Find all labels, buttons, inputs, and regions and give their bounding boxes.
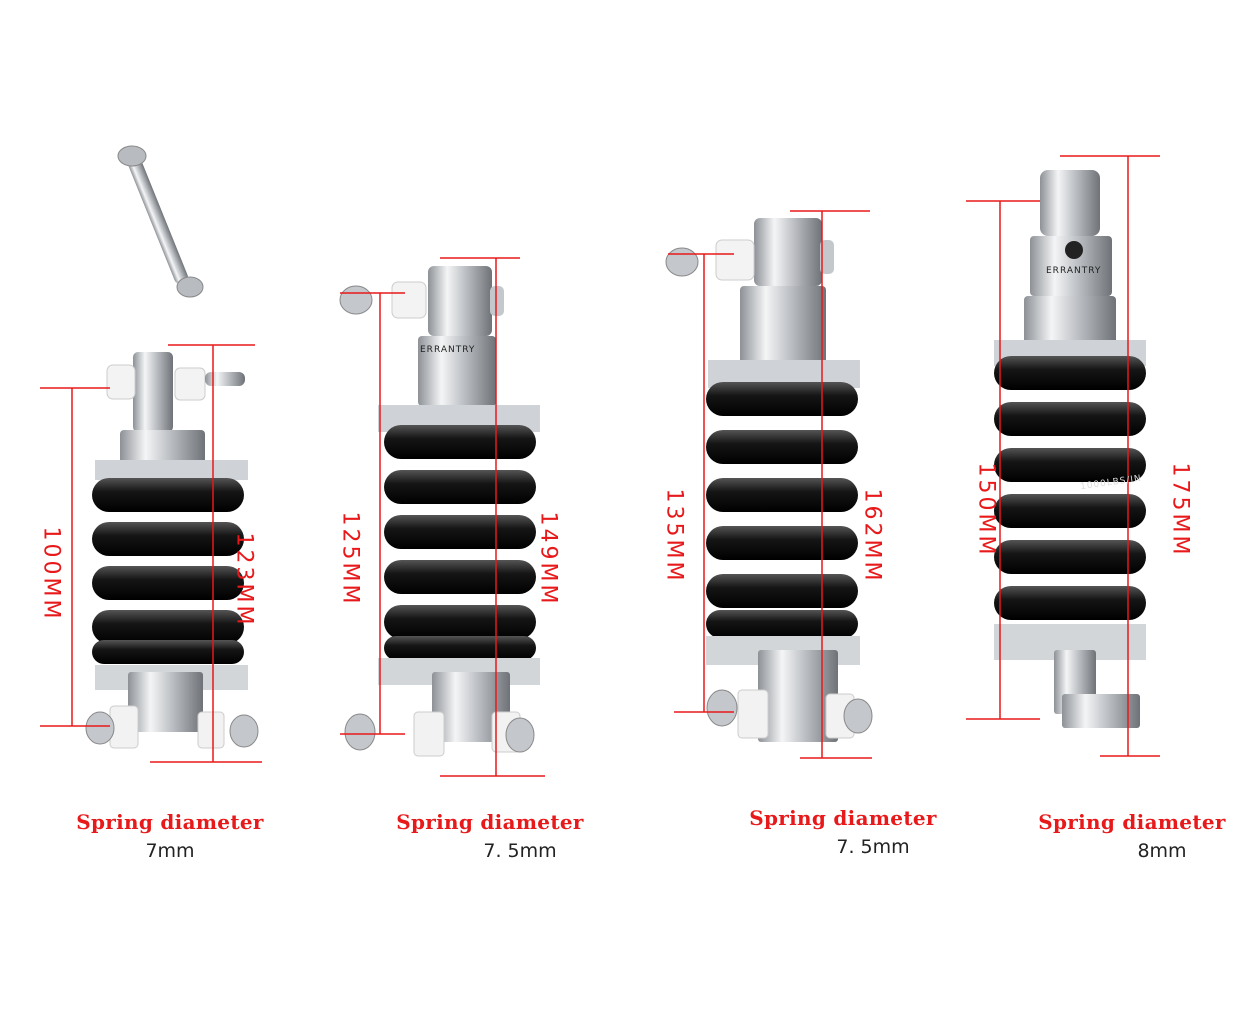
spring-diameter-heading: Spring diameter [1038,810,1226,834]
dimension-lines [40,155,1160,777]
long-length-label-4: 175MM [1167,462,1193,558]
caption-shock-2: Spring diameter 7. 5mm [390,810,590,862]
short-length-label-2: 125MM [337,511,363,607]
spring-diameter-heading: Spring diameter [396,810,584,834]
spring-diameter-heading: Spring diameter [749,806,937,830]
short-length-label-3: 135MM [661,488,687,584]
spring-diameter-value: 7. 5mm [836,836,910,858]
caption-shock-4: Spring diameter 8mm [1032,810,1232,862]
spring-diameter-heading: Spring diameter [76,810,264,834]
shock-absorber-2 [339,266,540,757]
shock-absorber-3 [665,218,873,742]
short-length-label-4: 150MM [973,462,999,558]
shock-absorber-4 [994,170,1146,728]
brand-label-shock-2: ERRANTRY [420,345,476,355]
long-length-label-3: 162MM [859,488,885,584]
spring-diameter-value: 7mm [145,840,195,862]
loose-bolt [117,145,204,298]
spring-diameter-value: 7. 5mm [483,840,557,862]
long-length-label-2: 149MM [535,511,561,607]
short-length-label-1: 100MM [38,526,64,622]
shock-absorber-1 [85,352,259,749]
spring-diameter-value: 8mm [1137,840,1187,862]
brand-label-shock-4: ERRANTRY [1046,266,1102,276]
caption-shock-3: Spring diameter 7. 5mm [743,806,943,858]
long-length-label-1: 123MM [231,532,257,628]
caption-shock-1: Spring diameter 7mm [70,810,270,862]
